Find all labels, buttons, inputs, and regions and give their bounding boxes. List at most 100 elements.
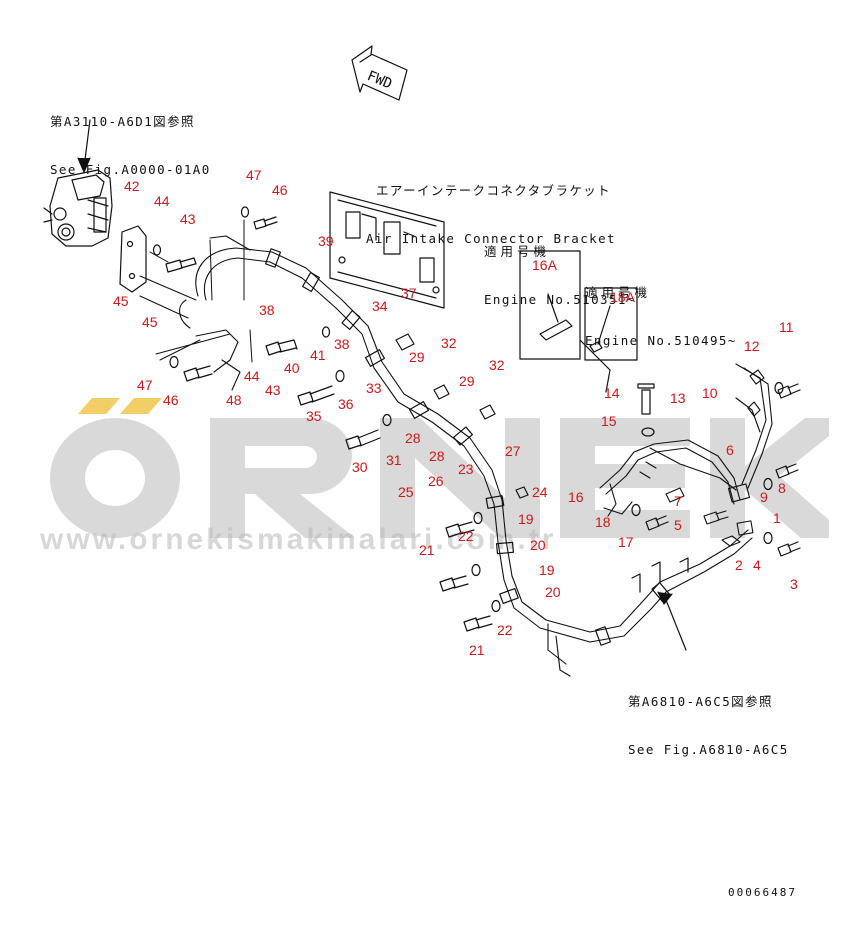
bolt-35	[297, 385, 335, 406]
callout: 12	[744, 338, 760, 354]
callout: 38	[334, 336, 350, 352]
callout: 37	[401, 285, 417, 301]
fwd-arrow: FWD	[351, 45, 408, 101]
washer-47-low	[169, 355, 179, 369]
callout: 46	[163, 392, 179, 408]
bolt-46-low	[183, 365, 213, 382]
washer-41	[321, 326, 331, 338]
callout: 20	[530, 537, 546, 553]
callout: 33	[366, 380, 382, 396]
callout: 4	[753, 557, 761, 573]
washer-36	[335, 369, 345, 383]
fwd-label: FWD	[365, 68, 394, 92]
bracket-42	[119, 225, 147, 293]
note-ref-top-jp: 第A3110-A6D1図参照	[50, 114, 195, 129]
callout: 18	[595, 514, 611, 530]
callout: 34	[372, 298, 388, 314]
watermark-url: www.ornekismakinalari.com.tr	[40, 523, 557, 556]
callout: 41	[310, 347, 326, 363]
callout: 6	[726, 442, 734, 458]
bolt-30	[345, 429, 381, 450]
callout: 31	[386, 452, 402, 468]
callout: 21	[419, 542, 435, 558]
note-bracket-en: Air Intake Connector Bracket	[366, 231, 616, 246]
callout: 35	[306, 408, 322, 424]
callout: 47	[246, 167, 262, 183]
bolt-40	[265, 339, 298, 356]
callout: 40	[284, 360, 300, 376]
washer-31	[382, 413, 392, 427]
callout: 1	[773, 510, 781, 526]
callout: 29	[409, 349, 425, 365]
note-engine1: 適用号機 Engine No.510351~	[484, 212, 636, 324]
note-engine1-en: Engine No.510351~	[484, 292, 636, 307]
box-16a	[519, 250, 581, 360]
part-16a	[539, 293, 573, 341]
note-engine1-jp: 適用号機	[484, 244, 551, 259]
harness-main	[179, 235, 753, 677]
note-ref-bottom: 第A6810-A6C5図参照 See Fig.A6810-A6C5	[628, 662, 789, 774]
callout: 36	[338, 396, 354, 412]
callout: 43	[180, 211, 196, 227]
callout: 43	[265, 382, 281, 398]
bolt-43-top	[165, 257, 197, 273]
callout: 7	[674, 493, 682, 509]
callout: 30	[352, 459, 368, 475]
note-ref-top-en: See Fig.A0000-01A0	[50, 162, 211, 177]
leader-ref-top-arrow	[77, 157, 91, 173]
callout: 16A	[532, 257, 557, 273]
note-bracket: エアーインテークコネクタブラケット Air Intake Connector B…	[366, 151, 616, 263]
spacers	[395, 333, 529, 499]
callout: 10	[702, 385, 718, 401]
callout: 14	[604, 385, 620, 401]
callout: 28	[429, 448, 445, 464]
callout: 2	[735, 557, 743, 573]
note-ref-top: 第A3110-A6D1図参照 See Fig.A0000-01A0	[50, 82, 211, 194]
callout: 13	[670, 390, 686, 406]
box-18a	[584, 287, 638, 361]
intake-connector-bracket	[329, 191, 445, 309]
callout: 29	[459, 373, 475, 389]
callout: 11	[779, 319, 794, 335]
mount-brackets-lower-right	[631, 557, 689, 593]
part-18a	[589, 305, 611, 353]
callout: 45	[113, 293, 129, 309]
callout: 9	[760, 489, 768, 505]
callout: 17	[618, 534, 634, 550]
valve-body	[43, 169, 113, 247]
callout: 19	[539, 562, 555, 578]
callout: 15	[601, 413, 617, 429]
note-engine2: 適用号機 Engine No.510495~	[585, 253, 737, 365]
callout: 28	[405, 430, 421, 446]
callout: 20	[545, 584, 561, 600]
callout: 27	[505, 443, 521, 459]
callout: 32	[489, 357, 505, 373]
note-ref-bottom-jp: 第A6810-A6C5図参照	[628, 694, 773, 709]
note-bracket-jp: エアーインテークコネクタブラケット	[376, 183, 612, 198]
note-engine2-jp: 適用号機	[585, 285, 652, 300]
callout: 22	[497, 622, 513, 638]
note-ref-bottom-en: See Fig.A6810-A6C5	[628, 742, 789, 757]
note-engine2-en: Engine No.510495~	[585, 333, 737, 348]
callout: 23	[458, 461, 474, 477]
callout: 44	[244, 368, 260, 384]
callout: 21	[469, 642, 485, 658]
callout: 22	[458, 528, 474, 544]
callout: 42	[124, 178, 140, 194]
callout: 45	[142, 314, 158, 330]
callout: 5	[674, 517, 682, 533]
leader-ref-bottom	[665, 599, 687, 651]
callout: 44	[154, 193, 170, 209]
bolts-right	[631, 381, 801, 557]
callout: 38	[259, 302, 275, 318]
sensor-harness-right	[599, 363, 773, 547]
washer-47-top	[240, 206, 250, 218]
callout: 39	[318, 233, 334, 249]
callout: 16	[568, 489, 584, 505]
callout: 8	[778, 480, 786, 496]
callout: 3	[790, 576, 798, 592]
callout: 19	[518, 511, 534, 527]
washer-44-top	[152, 244, 162, 256]
leader-14	[579, 339, 611, 393]
